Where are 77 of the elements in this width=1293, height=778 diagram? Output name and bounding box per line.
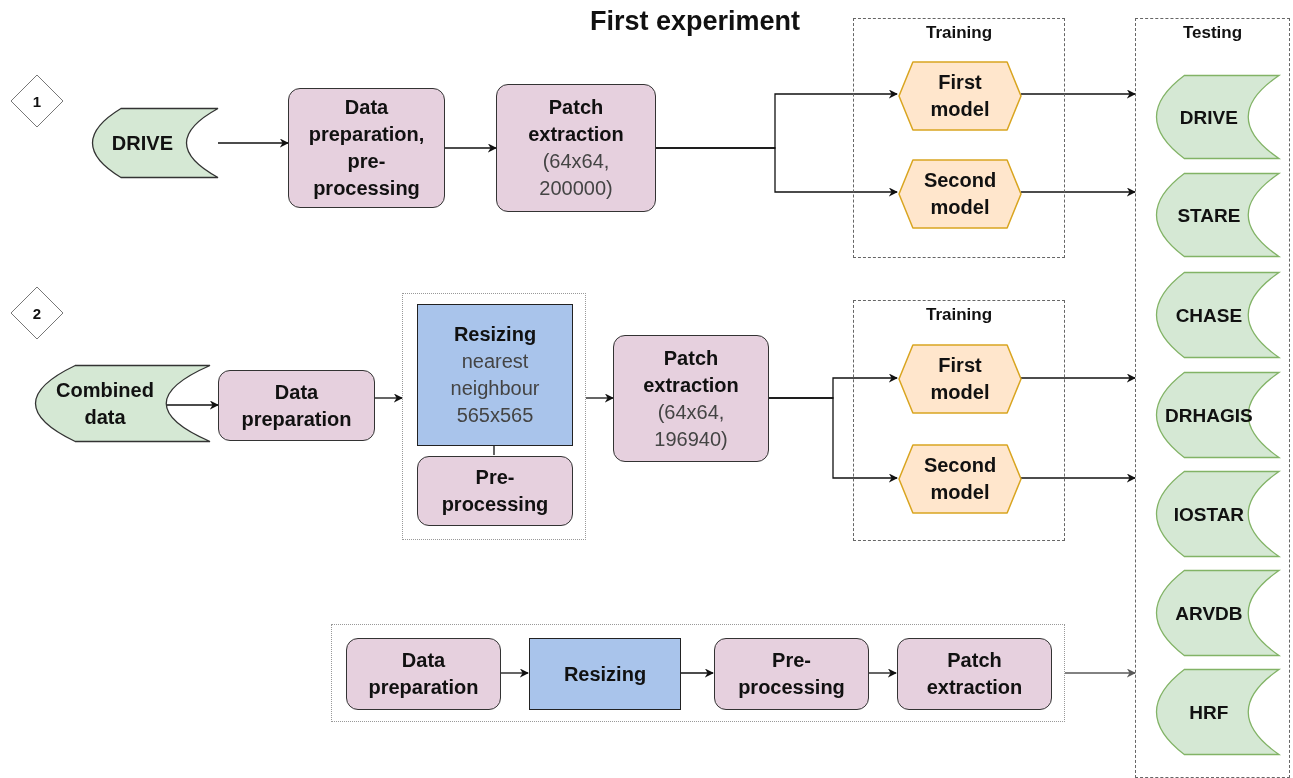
- model-hexagon: [898, 61, 1022, 131]
- dataset-shape: [1156, 372, 1279, 458]
- process-box: [417, 456, 573, 526]
- dataset-label: STARE: [1177, 203, 1241, 228]
- group-title: Training: [925, 22, 993, 44]
- arrow: [1020, 89, 1136, 99]
- model-label: Second model: [922, 168, 998, 220]
- arrow: [768, 397, 898, 483]
- step-number: 1: [32, 91, 42, 112]
- dataset-label: IOSTAR: [1173, 502, 1245, 527]
- dataset-shape: [1156, 272, 1279, 358]
- process-box: [496, 84, 656, 212]
- process-label: Resizing: [453, 322, 537, 347]
- process-label: Data preparation: [240, 379, 353, 432]
- process-box: [346, 638, 501, 710]
- dataset-label: ARVDB: [1175, 601, 1243, 626]
- dashed-group-frame: [1135, 18, 1290, 778]
- process-box: [218, 370, 375, 441]
- process-box: [613, 335, 769, 462]
- process-label: Resizing: [563, 661, 647, 687]
- process-detail: nearest neighbour 565x565: [449, 349, 541, 428]
- process-box: [288, 88, 445, 208]
- dataset-label: DRIVE: [1179, 105, 1238, 130]
- process-label: Patch extraction: [642, 345, 740, 398]
- process-box: [897, 638, 1052, 710]
- arrow: [374, 393, 403, 403]
- arrow: [499, 668, 529, 678]
- model-label: First model: [929, 70, 991, 122]
- dashed-group-frame: [853, 300, 1065, 541]
- connector-line: [493, 444, 495, 456]
- process-label: Patch extraction: [925, 648, 1024, 700]
- model-hexagon: [898, 159, 1022, 229]
- model-label: Second model: [922, 453, 998, 505]
- arrow: [867, 668, 897, 678]
- resizing-box: [529, 638, 681, 710]
- process-label: Patch extraction: [527, 95, 625, 147]
- dataset-label: CHASE: [1175, 303, 1243, 328]
- process-box: [714, 638, 869, 710]
- dashed-group-frame: [853, 18, 1065, 258]
- dataset-label: HRF: [1189, 700, 1229, 725]
- dataset-shape: [1156, 173, 1279, 257]
- dataset-label: DRHAGIS: [1165, 403, 1253, 428]
- arrow: [444, 143, 497, 153]
- arrow: [1020, 187, 1136, 197]
- dotted-group-frame: [402, 293, 586, 540]
- dataset-label: DRIVE: [111, 130, 173, 156]
- resizing-box: [417, 304, 573, 446]
- step-number: 2: [32, 303, 42, 324]
- diagram-title: First experiment: [588, 6, 802, 37]
- arrow: [217, 138, 289, 148]
- data-source-shape: [92, 108, 218, 178]
- group-title: Testing: [1182, 22, 1243, 44]
- process-label: Data preparation: [367, 648, 480, 700]
- model-hexagon: [898, 344, 1022, 414]
- model-label: First model: [929, 353, 991, 405]
- arrow: [1020, 373, 1136, 383]
- model-hexagon: [898, 444, 1022, 514]
- arrow: [1020, 473, 1136, 483]
- dataset-shape: [1156, 75, 1279, 159]
- dataset-shape: [1156, 471, 1279, 557]
- group-title: Training: [925, 304, 993, 326]
- process-label: Pre-processing: [737, 648, 846, 700]
- process-label: Data preparation, pre-processing: [307, 95, 426, 201]
- process-detail: (64x64, 200000): [538, 149, 614, 201]
- number-diamond: [10, 74, 64, 128]
- process-label: Pre-processing: [440, 465, 550, 517]
- dataset-label: Combined data: [55, 377, 155, 430]
- dataset-shape: [1156, 669, 1279, 755]
- number-diamond: [10, 286, 64, 340]
- dataset-shape: [1156, 570, 1279, 656]
- arrow: [655, 147, 898, 197]
- arrow: [1064, 668, 1136, 678]
- data-source-shape: [35, 365, 210, 442]
- process-detail: (64x64, 196940): [653, 399, 729, 452]
- arrow: [585, 393, 614, 403]
- arrow: [679, 668, 714, 678]
- dotted-group-frame: [331, 624, 1065, 722]
